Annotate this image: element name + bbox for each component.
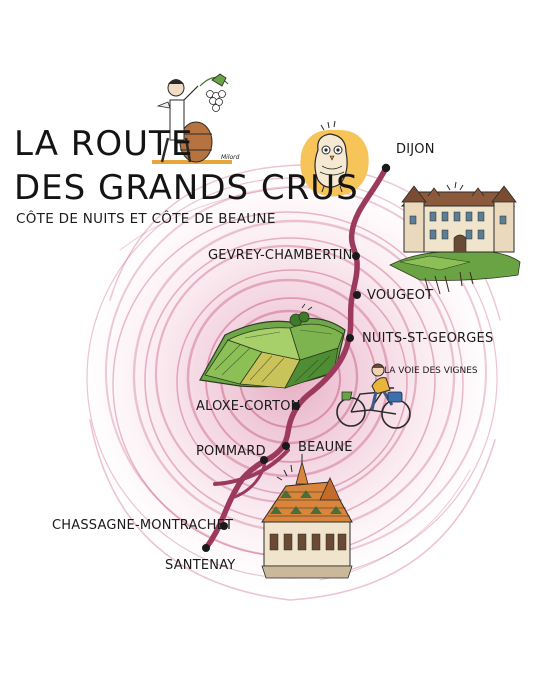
- chassagne-marker: [220, 522, 228, 530]
- artist-signature: Milord: [221, 154, 240, 161]
- town-label-santenay: SANTENAY: [165, 558, 236, 573]
- hospices-de-beaune-illustration: [261, 454, 353, 579]
- beaune-marker: [282, 442, 290, 450]
- town-label-aloxe: ALOXE-CORTON: [196, 399, 301, 414]
- santenay-marker: [202, 544, 210, 552]
- title-line-2: DES GRANDS CRUS: [14, 168, 359, 208]
- vougeot-marker: [353, 291, 361, 299]
- town-label-chassagne: CHASSAGNE-MONTRACHET: [52, 518, 234, 533]
- dijon-marker: [381, 163, 391, 173]
- cycle-route-label: LA VOIE DES VIGNES: [384, 366, 478, 376]
- town-markers: [202, 163, 391, 552]
- town-label-beaune: BEAUNE: [298, 440, 353, 455]
- winemaker-illustration: [152, 73, 232, 164]
- vineyard-hills-illustration: [199, 303, 346, 389]
- gevrey-marker: [352, 252, 360, 260]
- town-label-dijon: DIJON: [396, 142, 435, 157]
- pommard-marker: [260, 456, 268, 464]
- owl-icon: [300, 120, 369, 197]
- title-line-1: LA ROUTE: [14, 124, 194, 164]
- town-label-gevrey: GEVREY-CHAMBERTIN: [208, 248, 353, 263]
- town-label-vougeot: VOUGEOT: [367, 288, 434, 303]
- nuits-marker: [346, 334, 354, 342]
- town-label-nuits: NUITS-ST-GEORGES: [362, 331, 494, 346]
- subtitle: CÔTE DE NUITS ET CÔTE DE BEAUNE: [16, 211, 276, 227]
- aloxe-marker: [292, 402, 300, 410]
- cyclist-illustration: [336, 363, 411, 429]
- chateau-clos-vougeot-illustration: [389, 181, 521, 297]
- town-label-pommard: POMMARD: [196, 444, 266, 459]
- wine-route-line: [203, 165, 389, 551]
